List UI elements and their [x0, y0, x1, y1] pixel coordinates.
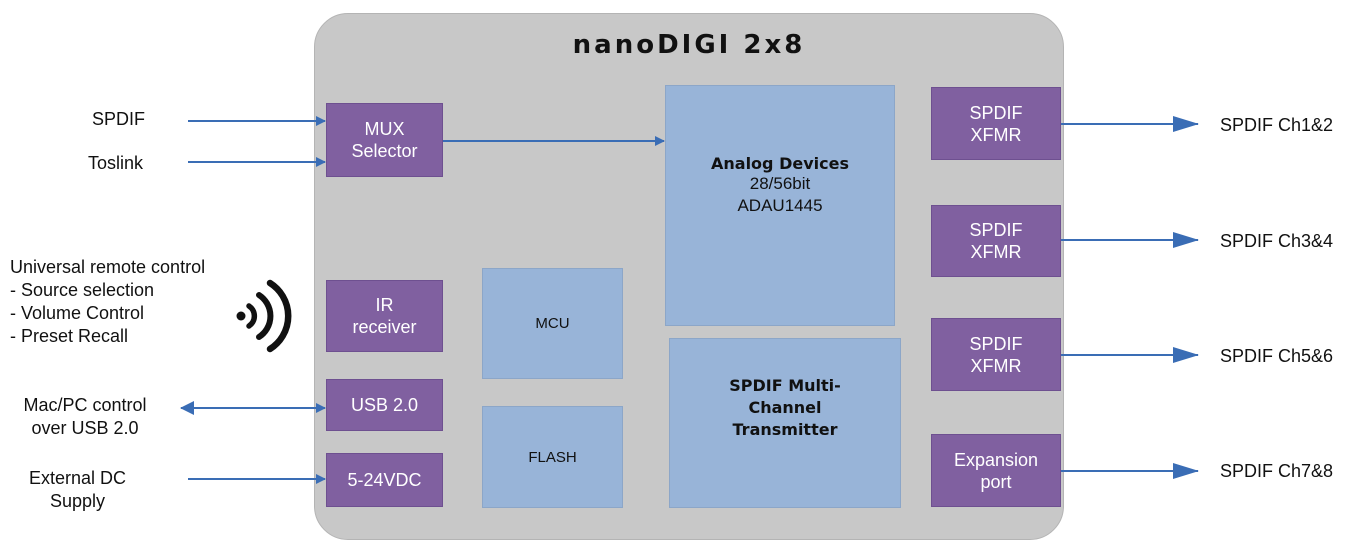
input-label-spdif: SPDIF — [92, 109, 146, 129]
wireless-signal-icon — [236, 279, 292, 353]
dc-line: Supply — [49, 491, 106, 511]
usb-block: USB 2.0 — [326, 379, 443, 431]
expansion-label: port — [980, 471, 1012, 492]
remote-line: - Preset Recall — [10, 326, 129, 346]
mux-label: MUX — [364, 119, 405, 139]
flash-block: FLASH — [482, 406, 623, 508]
power-block-label: 5-24VDC — [347, 470, 422, 490]
ir-label: receiver — [352, 317, 417, 337]
xfmr-label: SPDIF — [969, 333, 1023, 354]
mcu-block: MCU — [482, 268, 623, 379]
dsp-block: Analog Devices 28/56bit ADAU1445 — [665, 85, 895, 326]
dsp-part: ADAU1445 — [737, 196, 823, 215]
expansion-port-block: Expansion port — [931, 434, 1061, 507]
usb-line: Mac/PC control — [23, 395, 147, 415]
flash-label: FLASH — [528, 448, 577, 466]
xfmr-label: SPDIF — [969, 220, 1023, 240]
xfmr-label: XFMR — [970, 124, 1022, 145]
mcu-label: MCU — [535, 315, 570, 332]
board-title: nanoDIGI 2x8 — [572, 30, 806, 60]
spdif-transmitter-block: SPDIF Multi- Channel Transmitter — [669, 338, 901, 508]
input-label-usb: Mac/PC control over USB 2.0 — [10, 394, 160, 440]
output-label: SPDIF Ch3&4 — [1220, 231, 1334, 251]
output-label: SPDIF Ch5&6 — [1220, 346, 1334, 366]
remote-line: Universal remote control — [10, 257, 206, 277]
xfmr-block: SPDIF XFMR — [931, 318, 1061, 391]
expansion-label: Expansion — [953, 449, 1039, 470]
transmitter-label: Channel — [748, 398, 822, 417]
dsp-bits: 28/56bit — [749, 174, 811, 193]
xfmr-label: XFMR — [970, 355, 1022, 376]
xfmr-block: SPDIF XFMR — [931, 87, 1061, 160]
output-label: SPDIF Ch7&8 — [1220, 461, 1334, 481]
input-label-dc: External DC Supply — [10, 467, 145, 513]
xfmr-label: XFMR — [970, 242, 1022, 262]
usb-line: over USB 2.0 — [31, 418, 139, 438]
dsp-vendor: Analog Devices — [711, 154, 849, 173]
usb-block-label: USB 2.0 — [350, 395, 419, 415]
dc-line: External DC — [28, 468, 127, 488]
xfmr-label: SPDIF — [969, 102, 1023, 123]
ir-receiver-block: IR receiver — [326, 280, 443, 352]
ir-label: IR — [375, 295, 394, 315]
mux-selector-block: MUX Selector — [326, 103, 443, 177]
remote-line: - Volume Control — [10, 303, 145, 323]
transmitter-label: SPDIF Multi- — [729, 376, 841, 395]
transmitter-label: Transmitter — [732, 420, 838, 439]
output-label: SPDIF Ch1&2 — [1220, 115, 1334, 135]
xfmr-block: SPDIF XFMR — [931, 205, 1061, 277]
mux-label: Selector — [351, 141, 418, 161]
input-label-remote: Universal remote control - Source select… — [10, 256, 205, 348]
remote-line: - Source selection — [10, 280, 155, 300]
power-block: 5-24VDC — [326, 453, 443, 507]
input-label-toslink: Toslink — [88, 153, 144, 173]
